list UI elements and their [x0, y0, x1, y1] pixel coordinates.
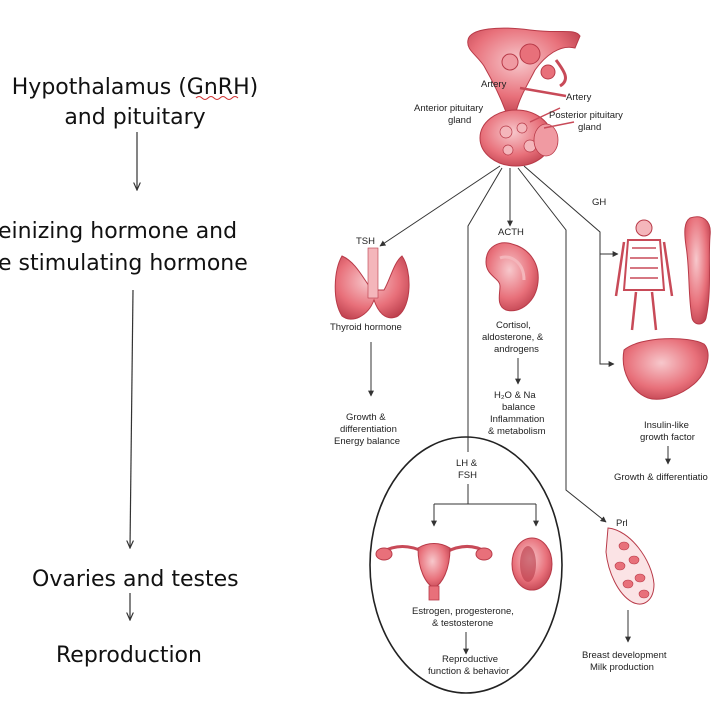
arrow-tsh	[379, 165, 501, 247]
reproductive-circle	[369, 436, 563, 694]
label-growth: Growth &	[346, 412, 386, 423]
label-prl: Prl	[616, 518, 628, 529]
testis-illustration	[511, 537, 553, 591]
label-anterior-pituitary: Anterior pituitary	[414, 103, 483, 114]
label-posterior-pituitary: Posterior pituitary	[549, 110, 623, 121]
skeleton-illustration	[614, 219, 674, 331]
label-function-behavior: function & behavior	[428, 666, 509, 677]
label-differentiation: differentiation	[340, 424, 397, 435]
spellcheck-squiggle	[195, 96, 239, 100]
thyroid-gland-illustration	[334, 247, 410, 320]
leg-muscle-illustration	[684, 216, 711, 325]
arrow-lh-fsh	[467, 167, 503, 452]
mammary-gland-illustration	[605, 527, 655, 605]
label-androgens: androgens	[494, 344, 539, 355]
label-artery-right: Artery	[566, 92, 592, 103]
label-artery-top: Artery	[481, 79, 507, 90]
label-fsh: FSH	[458, 470, 477, 481]
label-estrogen-progesterone: Estrogen, progesterone,	[412, 606, 514, 617]
label-aldosterone: aldosterone, &	[482, 332, 544, 343]
label-h2o-na: H₂O & Na	[494, 390, 536, 401]
liver-illustration	[622, 338, 709, 400]
label-thyroid-hormone: Thyroid hormone	[330, 322, 402, 333]
flow-lh-fsh-line2: e stimulating hormone	[0, 251, 248, 276]
label-posterior-gland: gland	[578, 122, 601, 133]
label-lh: LH &	[456, 458, 478, 469]
adrenal-kidney-illustration	[485, 242, 539, 312]
label-growth-differentiation: Growth & differentiatio	[614, 472, 708, 483]
label-growth-factor: growth factor	[640, 432, 695, 443]
label-breast-development: Breast development	[582, 650, 667, 661]
flow-reproduction: Reproduction	[56, 643, 202, 668]
label-anterior-gland: gland	[448, 115, 471, 126]
flow-arrow-2	[130, 289, 133, 548]
arrow-prl	[517, 167, 607, 523]
label-gh: GH	[592, 197, 606, 208]
flow-hypothalamus-line2: and pituitary	[64, 105, 206, 130]
label-cortisol: Cortisol,	[496, 320, 531, 331]
label-testosterone: & testosterone	[432, 618, 493, 629]
label-inflammation: Inflammation	[490, 414, 544, 425]
label-balance: balance	[502, 402, 535, 413]
label-reproductive: Reproductive	[442, 654, 498, 665]
arrow-gh	[523, 165, 615, 367]
label-tsh: TSH	[356, 236, 375, 247]
pituitary-illustration	[467, 27, 581, 167]
flow-ovaries-testes: Ovaries and testes	[32, 567, 239, 592]
label-milk-production: Milk production	[590, 662, 654, 673]
uterus-illustration	[375, 543, 493, 601]
label-metabolism: & metabolism	[488, 426, 546, 437]
flow-hypothalamus-line1: Hypothalamus (GnRH)	[11, 75, 259, 100]
label-energy-balance: Energy balance	[334, 436, 400, 447]
label-acth: ACTH	[498, 227, 524, 238]
flow-lh-fsh-line1: einizing hormone and	[0, 219, 238, 244]
label-insulin-like: Insulin-like	[644, 420, 689, 431]
